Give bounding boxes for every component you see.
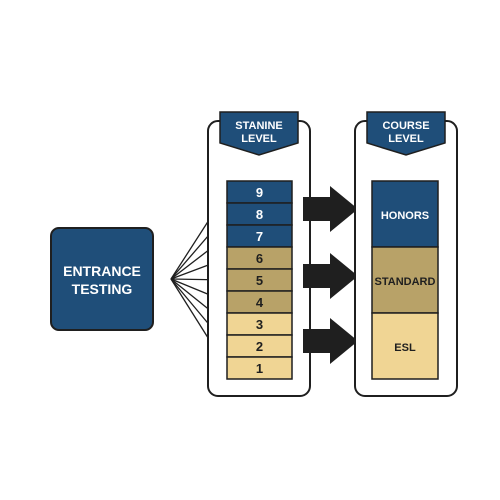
stanine-header-line1: STANINE — [235, 120, 282, 132]
svg-text:5: 5 — [256, 273, 263, 288]
svg-text:6: 6 — [256, 251, 263, 266]
stanine-cell-8: 8 — [226, 202, 293, 226]
course-standard-block: STANDARD — [371, 246, 439, 314]
svg-text:1: 1 — [256, 361, 263, 376]
stanine-cell-5: 5 — [226, 268, 293, 292]
svg-text:8: 8 — [256, 207, 263, 222]
svg-text:7: 7 — [256, 229, 263, 244]
course-honors-block: HONORS — [371, 180, 439, 248]
course-header-line1: COURSE — [382, 120, 429, 132]
stanine-header-line2: LEVEL — [241, 133, 277, 145]
course-honors-label: HONORS — [381, 210, 429, 222]
stanine-header-banner — [219, 111, 299, 156]
course-esl-block: ESL — [371, 312, 439, 380]
stanine-cell-9: 9 — [226, 180, 293, 204]
arrows — [303, 186, 358, 364]
stanine-column: STANINE LEVEL 9 8 7 6 5 4 3 — [207, 111, 311, 397]
svg-text:2: 2 — [256, 339, 263, 354]
course-column: COURSE LEVEL HONORS STANDARD ESL — [354, 111, 458, 397]
stanine-cell-6: 6 — [226, 246, 293, 270]
course-header-line2: LEVEL — [388, 133, 424, 145]
svg-text:4: 4 — [256, 295, 264, 310]
entrance-label-line1: ENTRANCE — [63, 263, 141, 279]
entrance-label-line2: TESTING — [72, 281, 133, 297]
stanine-cell-7: 7 — [226, 224, 293, 248]
svg-text:3: 3 — [256, 317, 263, 332]
entrance-testing-box: ENTRANCE TESTING — [50, 227, 154, 331]
arrow-right-icon — [303, 318, 358, 364]
stanine-cell-1: 1 — [226, 356, 293, 380]
stanine-cell-4: 4 — [226, 290, 293, 314]
course-standard-label: STANDARD — [375, 276, 436, 288]
arrow-right-icon — [303, 186, 358, 232]
stanine-cell-2: 2 — [226, 334, 293, 358]
arrow-right-icon — [303, 253, 358, 299]
course-header-banner — [366, 111, 446, 156]
svg-text:9: 9 — [256, 185, 263, 200]
course-esl-label: ESL — [394, 342, 416, 354]
stanine-cell-3: 3 — [226, 312, 293, 336]
